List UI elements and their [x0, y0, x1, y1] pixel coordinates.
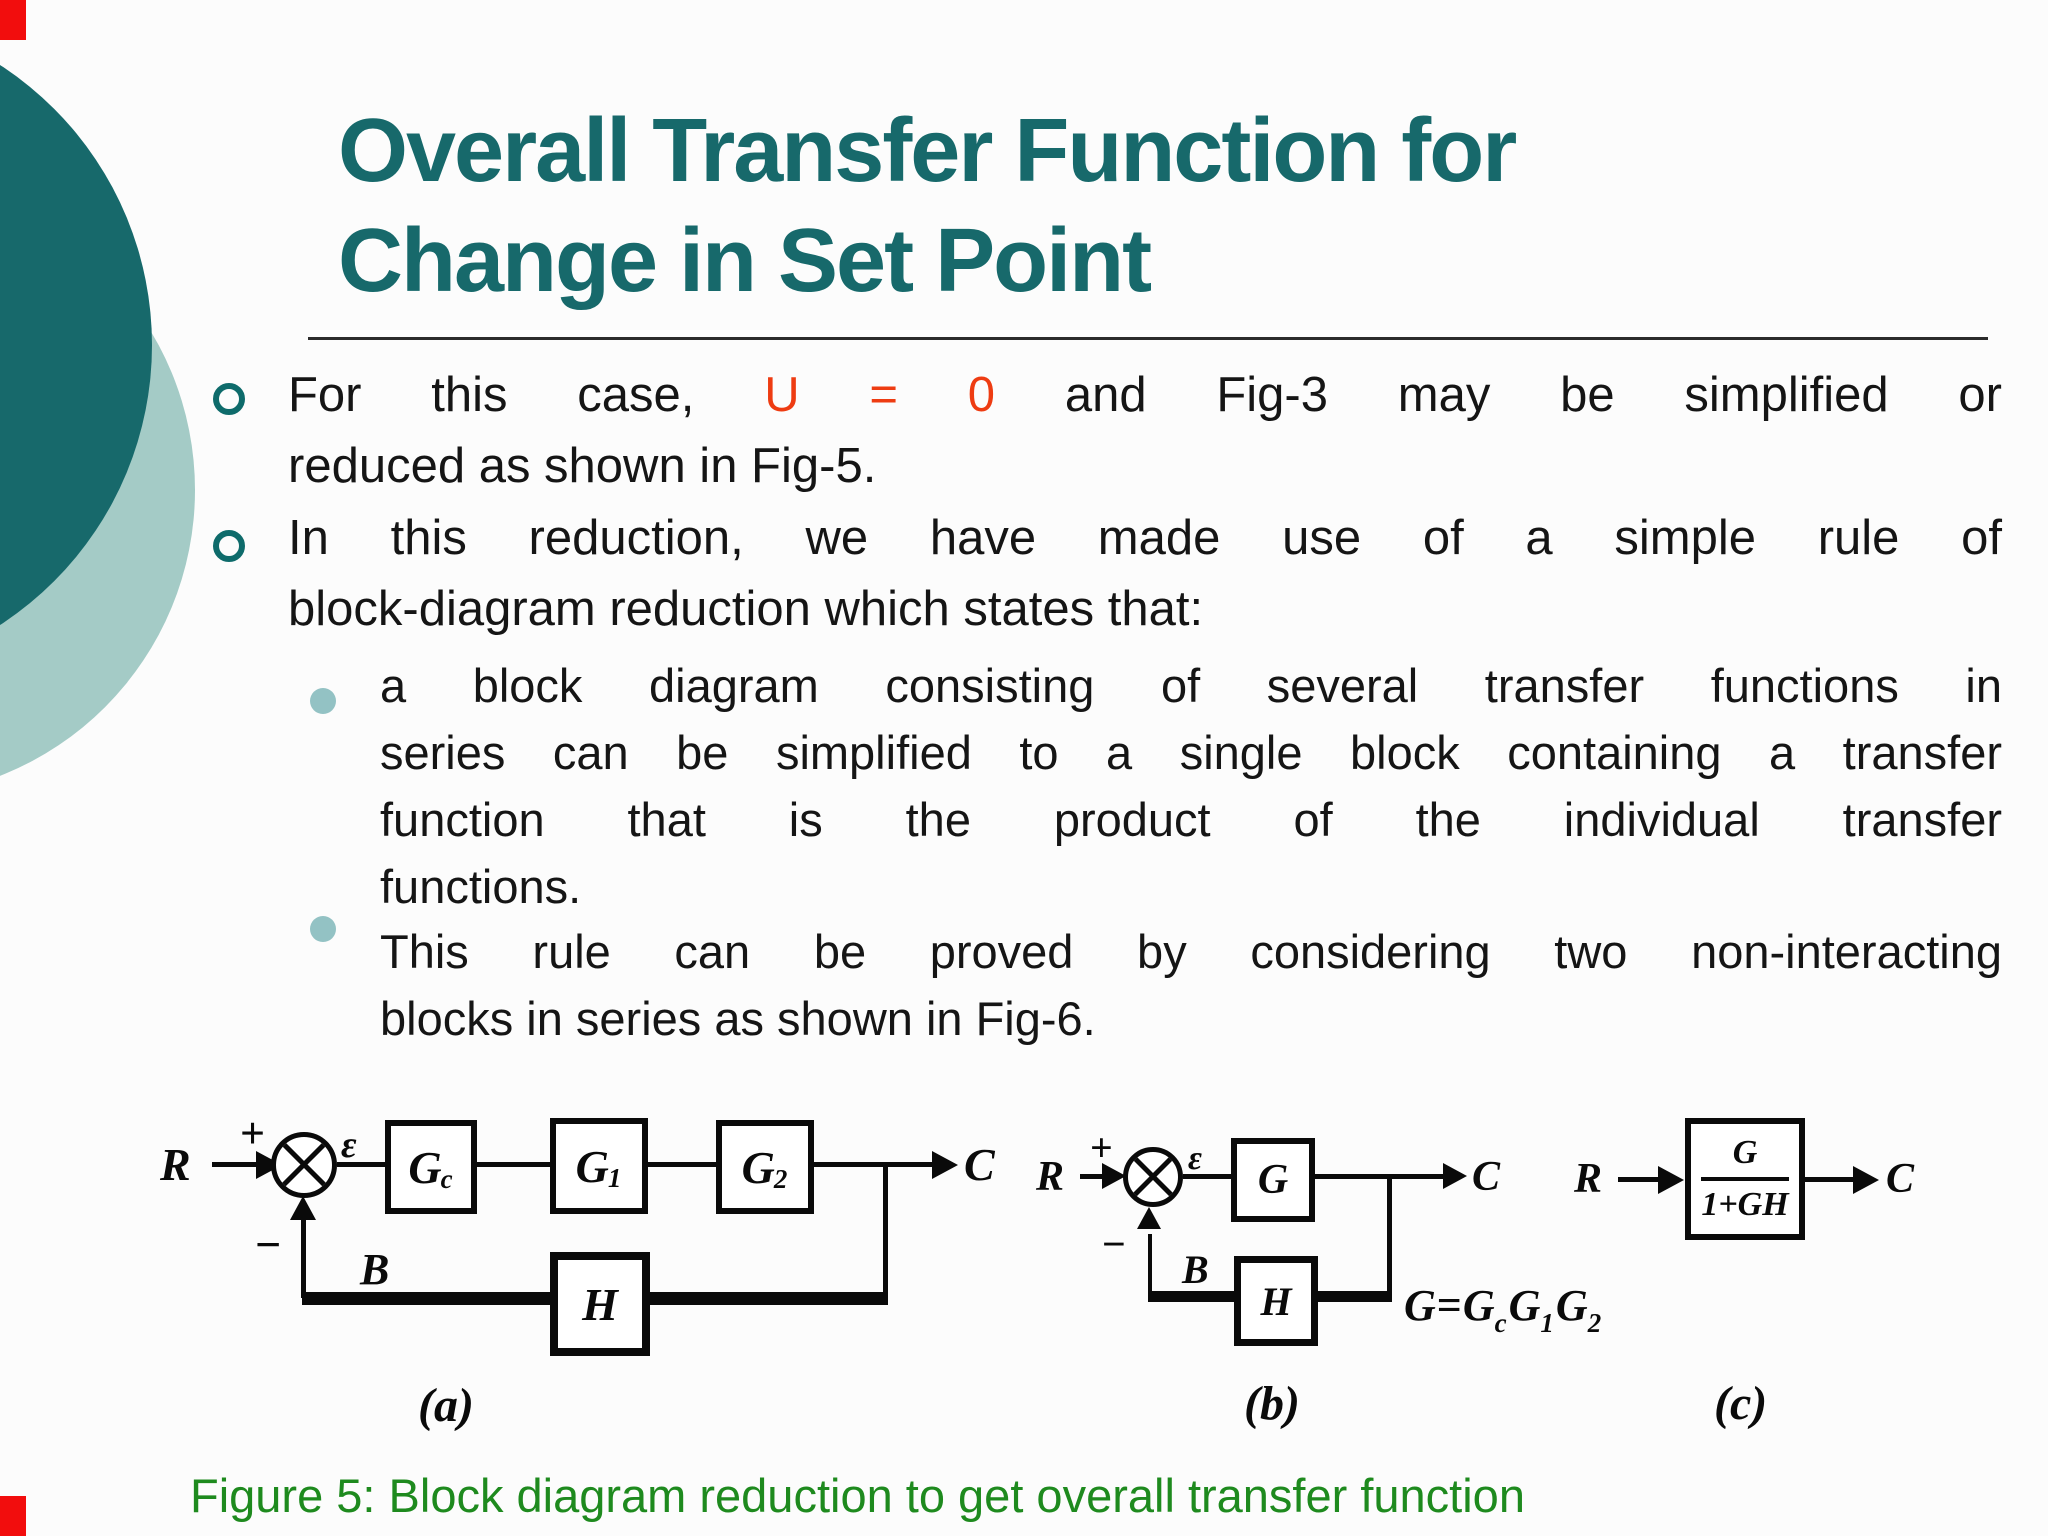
feedback-line: [883, 1162, 888, 1302]
sub-bullet-proof-rule: This rule can be proved by considering t…: [380, 918, 2002, 1052]
bullet-line: block-diagram reduction which states tha…: [288, 582, 1204, 636]
block-label: H: [582, 1278, 618, 1330]
summing-junction-icon: [271, 1132, 337, 1198]
block-label-sub: 2: [773, 1163, 788, 1194]
fraction-denominator: 1+GH: [1701, 1186, 1789, 1223]
sub-bullet-line: blocks in series as shown in Fig-6.: [380, 992, 1096, 1045]
minus-sign: −: [255, 1219, 282, 1270]
arrowhead-right-icon: [1102, 1163, 1126, 1189]
sub-bullet-dot-icon: [310, 688, 336, 714]
signal-line: [1080, 1174, 1112, 1179]
sub-bullet-line: a block diagram consisting of several tr…: [380, 659, 2002, 712]
feedback-signal-label: B: [1182, 1247, 1209, 1292]
sub-bullet-line: series can be simplified to a single blo…: [380, 726, 2002, 779]
arrowhead-up-icon: [1137, 1207, 1161, 1229]
block-g: G: [1231, 1138, 1315, 1222]
diagram-b-tag: (b): [1244, 1377, 1300, 1430]
block-label-sub: 1: [607, 1162, 622, 1193]
figure-caption: Figure 5: Block diagram reduction to get…: [190, 1469, 1525, 1522]
equation-sub: c: [1494, 1308, 1508, 1338]
corner-marker-top-left: [0, 0, 26, 40]
equation-term: G: [1462, 1281, 1496, 1330]
bullet-ring-icon: [213, 383, 245, 415]
block-label: G: [408, 1141, 442, 1193]
arrowhead-up-icon: [290, 1196, 316, 1220]
signal-line: [1183, 1174, 1231, 1179]
block-label: G: [1257, 1157, 1289, 1203]
bullet-line: For this case, U = 0 and Fig-3 may be si…: [288, 360, 2002, 431]
signal-line: [1805, 1177, 1857, 1182]
bullet-text: and Fig-3 may be simplified or: [1064, 368, 2002, 422]
equation-g-reduction: G=GcG1G2: [1404, 1280, 1603, 1338]
title-underline: [308, 337, 1988, 340]
feedback-line: [1387, 1174, 1392, 1302]
equals-sign: =: [1436, 1281, 1463, 1330]
arrowhead-right-icon: [1443, 1163, 1467, 1189]
block-h: H: [1234, 1256, 1318, 1346]
page-title: Overall Transfer Function for Change in …: [338, 96, 1738, 316]
signal-line: [212, 1162, 260, 1167]
sub-bullet-line: functions.: [380, 860, 582, 913]
corner-marker-bottom-left: [0, 1496, 26, 1536]
block-label-sub: c: [440, 1163, 453, 1194]
block-label: H: [1260, 1278, 1292, 1324]
feedback-line: [1148, 1234, 1152, 1294]
sub-bullet-line: function that is the product of the indi…: [380, 793, 2002, 846]
title-line-2: Change in Set Point: [338, 211, 1152, 311]
equation-term: G: [1404, 1281, 1437, 1330]
diagram-a-output-label: C: [964, 1139, 995, 1190]
diagram-a-tag: (a): [418, 1379, 474, 1432]
error-signal-label: ε: [1188, 1140, 1202, 1177]
arrowhead-right-icon: [1853, 1166, 1879, 1194]
signal-line: [814, 1162, 936, 1167]
title-line-1: Overall Transfer Function for: [338, 101, 1517, 201]
feedback-line: [301, 1212, 306, 1298]
bullet-line: In this reduction, we have made use of a…: [288, 511, 2002, 565]
bullet-in-this-reduction: In this reduction, we have made use of a…: [288, 503, 2002, 645]
bullet-text: For this case,: [288, 368, 695, 422]
diagram-c-tag: (c): [1714, 1377, 1768, 1430]
block-h: H: [550, 1252, 650, 1356]
plus-sign: +: [240, 1109, 266, 1158]
equation-sub: 2: [1587, 1308, 1603, 1338]
summing-junction-icon: [1123, 1147, 1183, 1207]
diagram-c-output-label: C: [1886, 1156, 1915, 1202]
plus-sign: +: [1090, 1125, 1113, 1170]
bullet-for-this-case: For this case, U = 0 and Fig-3 may be si…: [288, 360, 2002, 502]
signal-line: [648, 1162, 716, 1167]
arrowhead-right-icon: [932, 1151, 958, 1179]
signal-line: [337, 1162, 385, 1167]
signal-line: [477, 1162, 550, 1167]
feedback-signal-label: B: [360, 1245, 390, 1294]
sub-bullet-dot-icon: [310, 916, 336, 942]
highlight-u-equals-0: U = 0: [764, 368, 996, 422]
diagram-a-input-label: R: [160, 1139, 191, 1190]
error-signal-label: ε: [341, 1124, 357, 1166]
equation-sub: 1: [1540, 1308, 1555, 1338]
transfer-function-fraction: G 1+GH: [1701, 1134, 1789, 1224]
arrowhead-right-icon: [1658, 1166, 1684, 1194]
block-label: G: [575, 1140, 609, 1192]
block-closed-loop: G 1+GH: [1685, 1118, 1805, 1240]
diagram-b-input-label: R: [1036, 1154, 1065, 1200]
bullet-line: reduced as shown in Fig-5.: [288, 439, 877, 493]
diagram-c-input-label: R: [1574, 1156, 1603, 1202]
equation-term: G: [1508, 1281, 1542, 1330]
signal-line: [1618, 1177, 1662, 1182]
bullet-ring-icon: [213, 530, 245, 562]
fraction-bar: [1701, 1177, 1789, 1181]
fraction-numerator: G: [1732, 1134, 1758, 1171]
minus-sign: −: [1102, 1222, 1126, 1268]
signal-line: [1315, 1174, 1447, 1179]
diagram-b-output-label: C: [1472, 1154, 1501, 1200]
equation-term: G: [1555, 1281, 1589, 1330]
sub-bullet-line: This rule can be proved by considering t…: [380, 925, 2002, 978]
sub-bullet-series-rule: a block diagram consisting of several tr…: [380, 652, 2002, 920]
block-label: G: [741, 1141, 775, 1193]
